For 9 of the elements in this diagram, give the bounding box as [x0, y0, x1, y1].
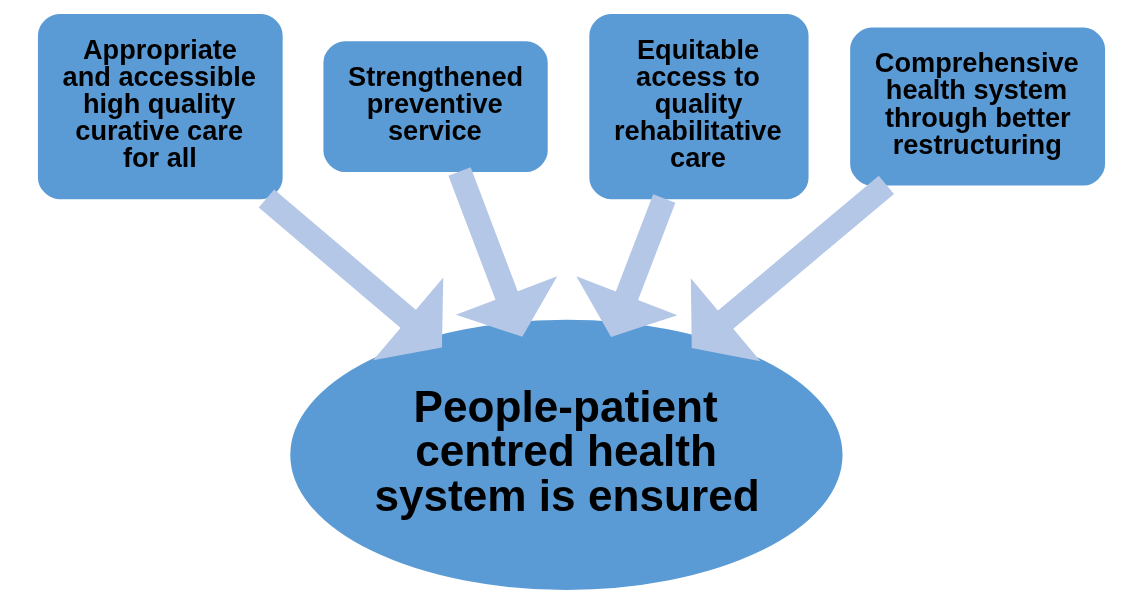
arrow: [575, 194, 678, 337]
arrow: [690, 175, 894, 362]
node-box: Appropriate and accessible high quality curative care for all: [37, 14, 283, 200]
arrow: [447, 167, 557, 337]
node-box: Strengthened preventive service: [322, 41, 548, 172]
node-box: Comprehensive health system through better restructuring: [849, 27, 1105, 186]
node-box: Equitable access to quality rehabilitative care: [588, 14, 809, 200]
node-ellipse: People-patient centred health system is ensured: [289, 319, 842, 590]
arrow: [258, 189, 443, 361]
